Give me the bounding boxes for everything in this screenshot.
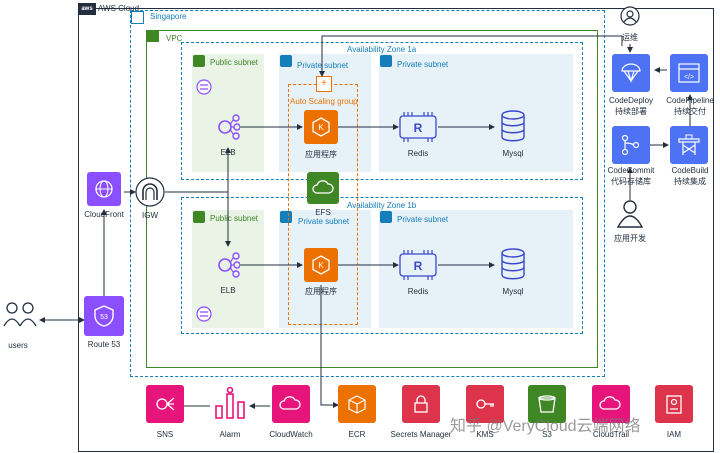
mysql-database-icon [501, 110, 525, 142]
private-subnet-2b [379, 210, 573, 328]
developer-user-icon [616, 200, 644, 228]
efs-label: EFS [315, 208, 331, 217]
redis-label: Redis [407, 149, 429, 158]
elb-icon [218, 114, 240, 140]
codedeploy-label: CodeDeploy [608, 96, 654, 105]
ops-user-icon [620, 6, 640, 26]
codecommit-sublabel: 代码存储库 [611, 177, 651, 186]
app-container-icon: K [304, 110, 338, 144]
codecommit-icon [612, 126, 650, 164]
private-subnet-1b-title: Private subnet [397, 60, 449, 69]
mysql-database-icon [501, 248, 525, 280]
private-subnet-2b-title: Private subnet [397, 215, 449, 224]
route53-icon: 53 [84, 296, 124, 336]
private-subnet-2a-title: Private subnet [298, 217, 350, 226]
iam-icon [655, 385, 693, 423]
codebuild-icon [670, 126, 708, 164]
s3-icon [528, 385, 566, 423]
bottom-service-label: CloudWatch [269, 430, 313, 439]
cloudfront-icon [87, 172, 121, 206]
region-flag-icon [131, 11, 144, 24]
svg-text:53: 53 [100, 314, 108, 321]
users-label: users [8, 341, 28, 350]
vpc-title: VPC [166, 34, 183, 43]
cloudfront-label: CloudFront [84, 210, 124, 219]
lock-icon [280, 211, 292, 223]
svg-text:</>: </> [684, 74, 694, 81]
bottom-service-label: Secrets Manager [390, 430, 452, 439]
bottom-service-label: IAM [666, 430, 682, 439]
secrets-manager-icon [402, 385, 440, 423]
svg-text:K: K [318, 261, 324, 270]
elb-label: ELB [220, 286, 236, 295]
ops-label: 运维 [622, 33, 638, 42]
elb-label: ELB [220, 148, 236, 157]
cloudtrail-icon [592, 385, 630, 423]
elb-icon [218, 252, 240, 278]
bottom-service-label: CloudTrail [592, 430, 630, 439]
route53-label: Route 53 [87, 340, 121, 349]
sns-icon [146, 385, 184, 423]
bottom-service-label: Alarm [219, 430, 241, 439]
codepipeline-sublabel: 持续交付 [674, 107, 706, 116]
mysql-label: Mysql [502, 287, 524, 296]
app-container-icon: K [304, 248, 338, 282]
watermark-text: 知乎 @VeryCloud云端网络 [450, 418, 641, 435]
codebuild-sublabel: 持续集成 [674, 177, 706, 186]
igw-label: IGW [142, 211, 158, 220]
lock-icon [193, 55, 205, 67]
svg-text:R: R [414, 259, 423, 273]
bottom-service-label: S3 [542, 430, 552, 439]
cloudwatch-icon [272, 385, 310, 423]
aws-cloud-title: AWS Cloud [98, 4, 140, 13]
lock-icon [280, 55, 292, 67]
users-icon [3, 302, 37, 327]
codepipeline-label: CodePipeline [666, 96, 714, 105]
alarm-icon [211, 385, 249, 423]
private-subnet-1b [379, 54, 573, 172]
codedeploy-sublabel: 持续部署 [615, 107, 647, 116]
codebuild-label: CodeBuild [671, 166, 709, 175]
bottom-service-label: ECR [348, 430, 366, 439]
public-subnet-2-title: Public subnet [210, 214, 259, 223]
codecommit-label: CodeCommit [607, 166, 655, 175]
bottom-service-label: KMS [476, 430, 494, 439]
bottom-service-label: SNS [156, 430, 174, 439]
aws-logo-icon: aws [78, 3, 96, 15]
kms-icon [466, 385, 504, 423]
redis-icon: R [399, 250, 437, 280]
efs-icon [307, 172, 339, 204]
router-icon [196, 79, 212, 95]
auto-scaling-title: Auto Scaling group [290, 97, 358, 106]
codedeploy-icon [612, 54, 650, 92]
az2-group [181, 197, 583, 334]
svg-text:R: R [414, 121, 423, 135]
az1-title: Availability Zone 1a [347, 45, 417, 54]
developer-label: 应用开发 [614, 234, 646, 243]
vpc-cloud-icon [147, 31, 159, 42]
region-title: Singapore [150, 12, 187, 21]
app-label: 应用程序 [305, 287, 337, 296]
private-subnet-1a-title: Private subnet [297, 61, 349, 70]
redis-label: Redis [407, 287, 429, 296]
aws-cloud-group [78, 8, 714, 452]
lock-icon [380, 211, 392, 223]
az2-title: Availability Zone 1b [347, 201, 417, 210]
public-subnet-1-title: Public subnet [210, 58, 259, 67]
igw-gateway-icon [135, 177, 165, 207]
az1-group [181, 42, 583, 180]
svg-text:K: K [318, 123, 324, 132]
redis-icon: R [399, 112, 437, 142]
mysql-label: Mysql [502, 149, 524, 158]
lock-icon [193, 211, 205, 223]
ecr-icon [338, 385, 376, 423]
router-icon [196, 306, 212, 322]
codepipeline-icon: </> [670, 54, 708, 92]
lock-icon [380, 55, 392, 67]
app-label: 应用程序 [305, 150, 337, 159]
